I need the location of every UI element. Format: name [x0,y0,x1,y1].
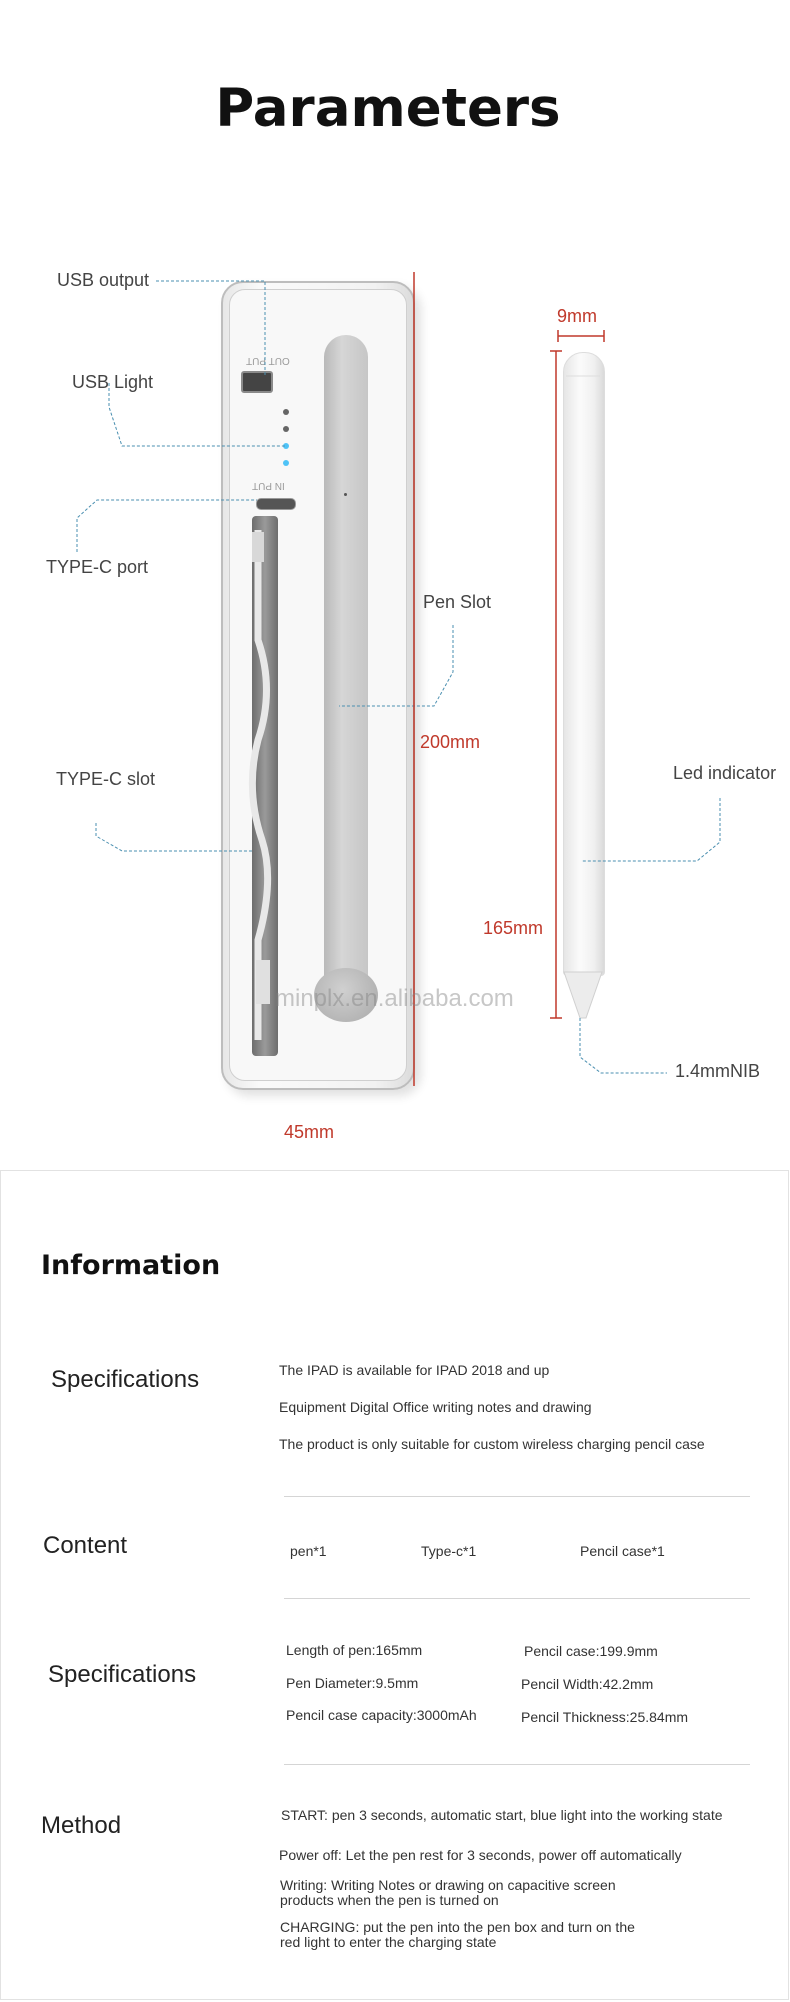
method-power-off: Power off: Let the pen rest for 3 second… [279,1847,682,1863]
label-nib: 1.4mmNIB [675,1061,761,1081]
specifications-heading-1: Specifications [51,1366,200,1393]
leader-usb-light [108,383,287,447]
spec2-left-3: Pencil case capacity:3000mAh [286,1707,477,1723]
leader-typec-port [76,499,257,552]
leader-pen-slot [339,625,454,707]
label-usb-output: USB output [57,270,150,290]
spec2-left-2: Pen Diameter:9.5mm [286,1675,419,1691]
divider-2 [284,1598,750,1599]
information-title: Information [41,1250,221,1281]
spec2-right-3: Pencil Thickness:25.84mm [521,1709,689,1725]
leader-typec-slot [95,823,252,852]
stylus-nib-shape [563,971,603,1019]
label-typec-slot: TYPE-C slot [56,769,156,789]
method-charging: CHARGING: put the pen into the pen box a… [280,1919,635,1950]
label-usb-light: USB Light [72,372,154,392]
typec-port-shape [256,498,296,510]
divider-3 [284,1764,750,1765]
pen-slot-shape [324,335,368,1015]
pen-slot-bulb-shape [314,968,378,1022]
leader-led-indicator [582,798,721,862]
label-pen-slot: Pen Slot [423,592,492,612]
indicator-dot-3 [283,443,289,449]
label-led-indicator: Led indicator [673,763,777,783]
spec-line-1: The IPAD is available for IPAD 2018 and … [279,1362,550,1378]
method-heading: Method [41,1812,122,1839]
specifications-heading-2: Specifications [48,1661,197,1688]
dim-pen-width: 9mm [557,306,597,326]
cable-plug-bottom [256,960,270,1004]
label-typec-port: TYPE-C port [46,557,149,577]
leader-usb-output [156,280,266,375]
usb-port-shape [241,371,273,393]
indicator-dot-4 [283,460,289,466]
information-panel [0,1170,789,2000]
spec2-right-1: Pencil case:199.9mm [524,1643,658,1659]
dim-case-height: 200mm [420,732,481,752]
spec-line-2: Equipment Digital Office writing notes a… [279,1399,592,1415]
cable-sketch [248,530,272,1040]
dim-pen-length: 165mm [483,918,544,938]
method-writing: Writing: Writing Notes or drawing on cap… [280,1877,616,1908]
spec-line-3: The product is only suitable for custom … [279,1436,705,1452]
content-item-pen: pen*1 [290,1543,327,1559]
content-item-pencil-case: Pencil case*1 [580,1543,665,1559]
divider-1 [284,1496,750,1497]
cable-plug-top [252,532,264,562]
spec2-right-2: Pencil Width:42.2mm [521,1676,654,1692]
spec2-left-1: Length of pen:165mm [286,1642,423,1658]
content-heading: Content [43,1532,128,1559]
leader-nib [579,1018,667,1074]
watermark: minplx.en.alibaba.com [275,985,514,1012]
page-title: Parameters [215,78,561,139]
stylus-image [563,352,605,976]
indicator-dot-2 [283,426,289,432]
indicator-dot-1 [283,409,289,415]
pen-slot-dot [344,493,347,496]
method-start: START: pen 3 seconds, automatic start, b… [281,1807,723,1823]
dim-case-width: 45mm [284,1122,335,1142]
content-item-typec: Type-c*1 [421,1543,477,1559]
